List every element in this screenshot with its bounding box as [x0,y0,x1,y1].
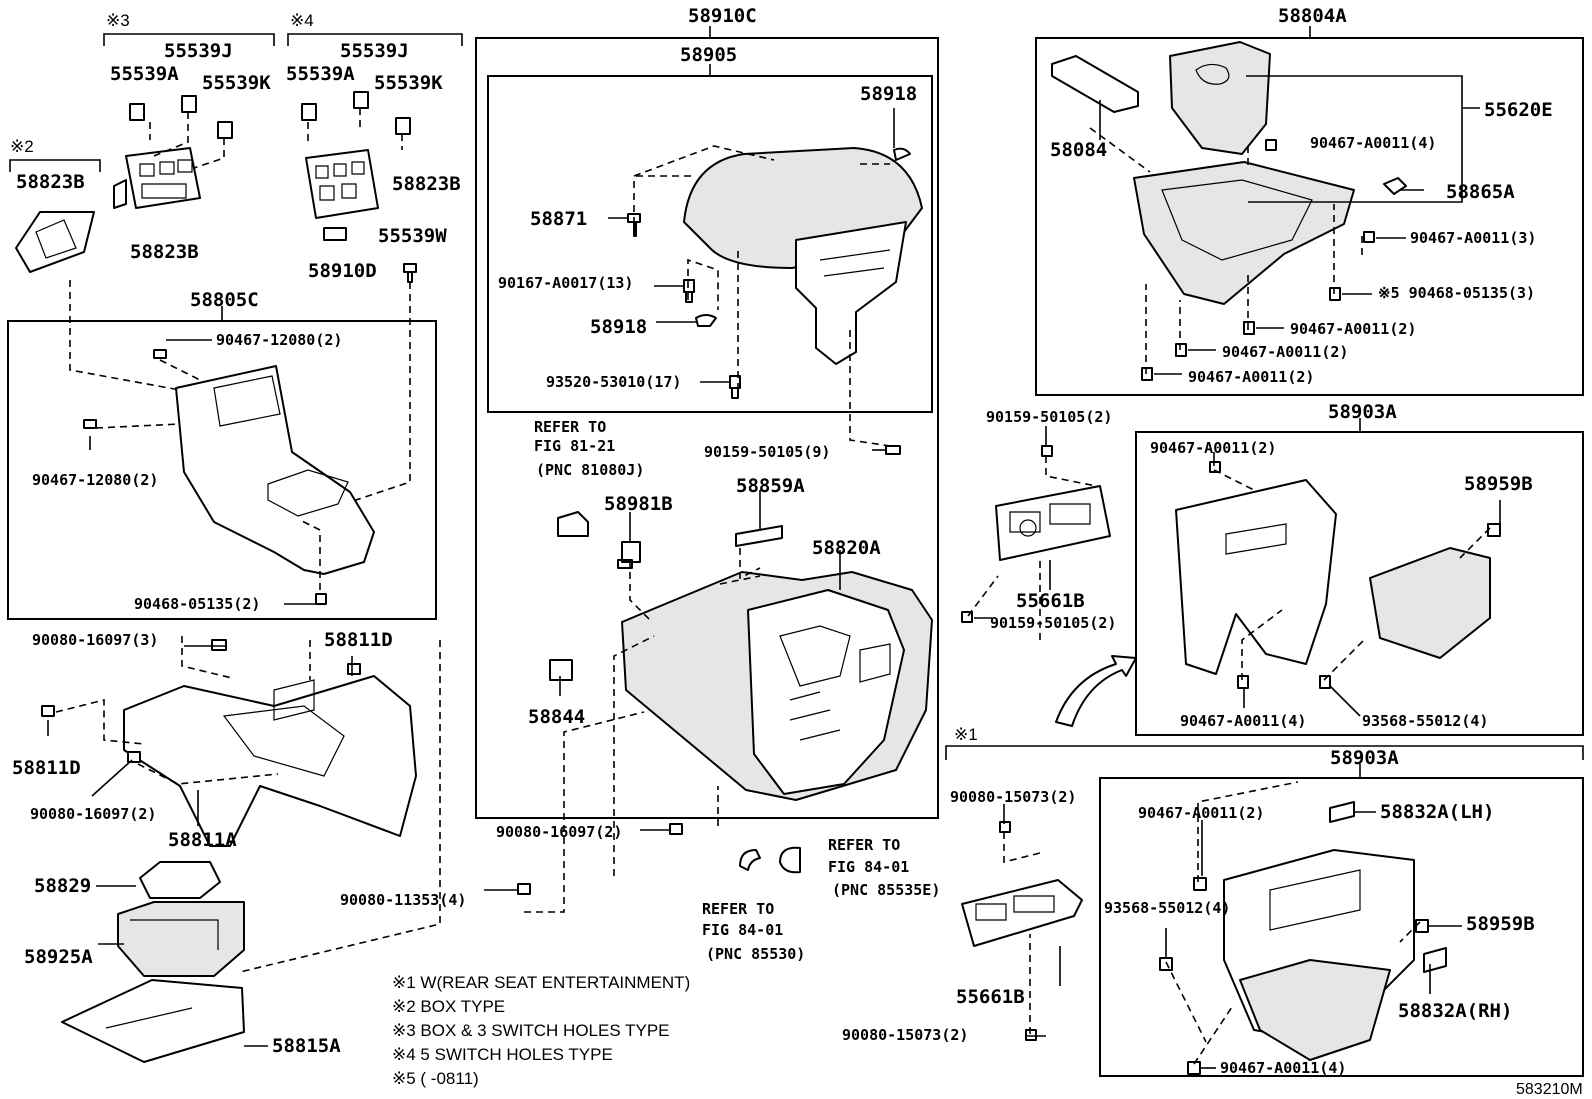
label-90080-16097-a: 90080-16097(3) [32,631,158,649]
label-90467-A0011-2c: 90467-A0011(2) [1188,368,1314,386]
label-90468-05135-a: 90468-05135(2) [134,595,260,613]
bracket-3-label: ※3 [106,11,130,30]
bracket-1-label: ※1 [954,725,978,744]
label-58959B-a: 58959B [1464,473,1533,495]
label-90467-A0011-3: 90467-A0011(3) [1410,229,1536,247]
label-55539A-a: 55539A [110,63,179,85]
label-58811D-a: 58811D [324,629,393,651]
label-90159-50105-a: 90159-50105(9) [704,443,830,461]
label-58925A: 58925A [24,946,93,968]
label-90467-12080-b: 90467-12080(2) [32,471,158,489]
label-58832A-LH: 58832A(LH) [1380,801,1494,823]
label-55539A-b: 55539A [286,63,355,85]
label-58910D: 58910D [308,260,377,282]
note-2: ※2 BOX TYPE [392,997,505,1016]
refer-2-line-1: REFER TO [828,836,900,854]
label-58918-a: 58918 [860,83,917,105]
frame-58903A-lower [1099,777,1584,1077]
part-shapes [15,41,1501,1075]
label-90467-A0011-4a: 90467-A0011(4) [1310,134,1436,152]
label-58903A-upper: 58903A [1328,401,1397,423]
bracket-4-label: ※4 [290,11,314,30]
label-58844: 58844 [528,706,585,728]
label-55620E: 55620E [1484,99,1553,121]
label-58981B: 58981B [604,493,673,515]
label-90467-A0011-2d: 90467-A0011(2) [1150,439,1276,457]
label-90467-A0011-4c: 90467-A0011(4) [1220,1059,1346,1077]
label-58865A: 58865A [1446,181,1515,203]
label-58811A: 58811A [168,829,237,851]
label-58959B-b: 58959B [1466,913,1535,935]
label-55661B-a: 55661B [1016,590,1085,612]
label-90467-A0011-2e: 90467-A0011(2) [1138,804,1264,822]
label-55661B-b: 55661B [956,986,1025,1008]
label-55539K-b: 55539K [374,72,443,94]
label-90467-A0011-4b: 90467-A0011(4) [1180,712,1306,730]
refer-3-line-2: FIG 84-01 [702,921,783,939]
label-55539K-a: 55539K [202,72,271,94]
label-90467-A0011-2a: 90467-A0011(2) [1290,320,1416,338]
refer-1-line-1: REFER TO [534,418,606,436]
refer-1-line-3: (PNC 81080J) [536,461,644,479]
frames [7,26,1584,1077]
frame-58910C [475,37,939,819]
label-58804A: 58804A [1278,5,1347,27]
label-58905: 58905 [680,44,737,66]
label-90467-12080-a: 90467-12080(2) [216,331,342,349]
label-58823B-5hole: 58823B [392,173,461,195]
bracket-1 [945,745,1584,760]
refer-2-line-2: FIG 84-01 [828,858,909,876]
label-55539J-b: 55539J [340,40,409,62]
bracket-4 [287,33,463,46]
label-90080-16097-b: 90080-16097(2) [30,805,156,823]
label-93568-55012-a: 93568-55012(4) [1362,712,1488,730]
diagram-id: 583210M [1516,1081,1583,1098]
label-58829: 58829 [34,875,91,897]
label-58805C: 58805C [190,289,259,311]
label-90080-16097-c: 90080-16097(2) [496,823,622,841]
label-58820A: 58820A [812,537,881,559]
label-58832A-RH: 58832A(RH) [1398,1000,1512,1022]
label-58815A: 58815A [272,1035,341,1057]
bracket-3 [103,33,275,46]
label-90159-50105-b: 90159-50105(2) [986,408,1112,426]
label-58903A-lower: 58903A [1330,747,1399,769]
label-58910C: 58910C [688,5,757,27]
label-58084: 58084 [1050,139,1107,161]
label-58918-b: 58918 [590,316,647,338]
label-90159-50105-c: 90159-50105(2) [990,614,1116,632]
label-93568-55012-b: 93568-55012(4) [1104,899,1230,917]
bracket-2 [9,159,101,172]
leader-lines [55,108,1491,1065]
label-90080-15073-a: 90080-15073(2) [950,788,1076,806]
refer-2-line-3: (PNC 85535E) [832,881,940,899]
label-90080-15073-b: 90080-15073(2) [842,1026,968,1044]
label-90468-05135-b: ※5 90468-05135(3) [1378,284,1535,302]
label-58859A: 58859A [736,475,805,497]
label-55539J-a: 55539J [164,40,233,62]
label-93520-53010: 93520-53010(17) [546,373,681,391]
note-4: ※4 5 SWITCH HOLES TYPE [392,1045,613,1064]
note-1: ※1 W(REAR SEAT ENTERTAINMENT) [392,973,690,992]
label-55539W: 55539W [378,225,447,247]
solid-leaders [47,75,1501,1069]
label-58823B-box: 58823B [16,171,85,193]
refer-1-line-2: FIG 81-21 [534,437,615,455]
label-90467-A0011-2b: 90467-A0011(2) [1222,343,1348,361]
labels: 58910C 58905 58804A 58903A 58903A 58805C… [10,5,1583,1098]
label-58811D-b: 58811D [12,757,81,779]
label-90167-A0017: 90167-A0017(13) [498,274,633,292]
refer-3-line-1: REFER TO [702,900,774,918]
bracket-2-label: ※2 [10,137,34,156]
label-58823B-3hole: 58823B [130,241,199,263]
note-5: ※5 ( -0811) [392,1069,479,1088]
refer-3-line-3: (PNC 85530) [706,945,805,963]
label-90080-11353: 90080-11353(4) [340,891,466,909]
note-3: ※3 BOX & 3 SWITCH HOLES TYPE [392,1021,670,1040]
label-58871: 58871 [530,208,587,230]
